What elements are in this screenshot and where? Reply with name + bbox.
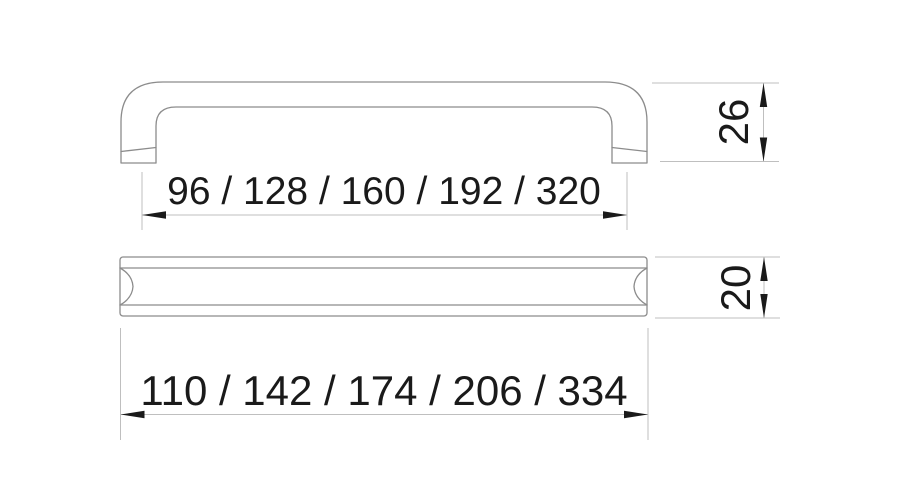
height-bottom-arrowhead (759, 137, 768, 162)
dimension-height: 26 (652, 82, 779, 162)
hole-spacing-right-arrowhead (603, 211, 627, 219)
dimension-overall-length: 110 / 142 / 174 / 206 / 334 (120, 328, 649, 440)
hole-spacing-left-arrowhead (142, 211, 166, 219)
front-view-outer-contour (120, 81, 648, 164)
top-view-right-end-notch (633, 267, 648, 306)
overall-length-left-arrowhead (120, 410, 145, 419)
front-view-left-foot-line (120, 146, 157, 153)
overall-length-dimension-label: 110 / 142 / 174 / 206 / 334 (140, 367, 627, 414)
handle-top-view (119, 256, 648, 317)
front-view-right-foot-line (611, 146, 648, 153)
overall-length-right-arrowhead (624, 410, 648, 419)
top-view-left-end-notch (119, 267, 134, 306)
top-view-body (119, 256, 648, 317)
dimension-hole-spacing: 96 / 128 / 160 / 192 / 320 (141, 170, 628, 230)
height-top-arrowhead (759, 83, 768, 107)
dimension-depth: 20 (655, 256, 780, 319)
height-dimension-label: 26 (710, 99, 757, 146)
depth-dimension-label: 20 (712, 265, 759, 312)
handle-front-view (120, 81, 648, 164)
front-view-inner-contour (155, 106, 613, 164)
depth-bottom-arrowhead (760, 294, 768, 318)
depth-top-arrowhead (760, 257, 768, 281)
hole-spacing-dimension-label: 96 / 128 / 160 / 192 / 320 (167, 170, 601, 213)
